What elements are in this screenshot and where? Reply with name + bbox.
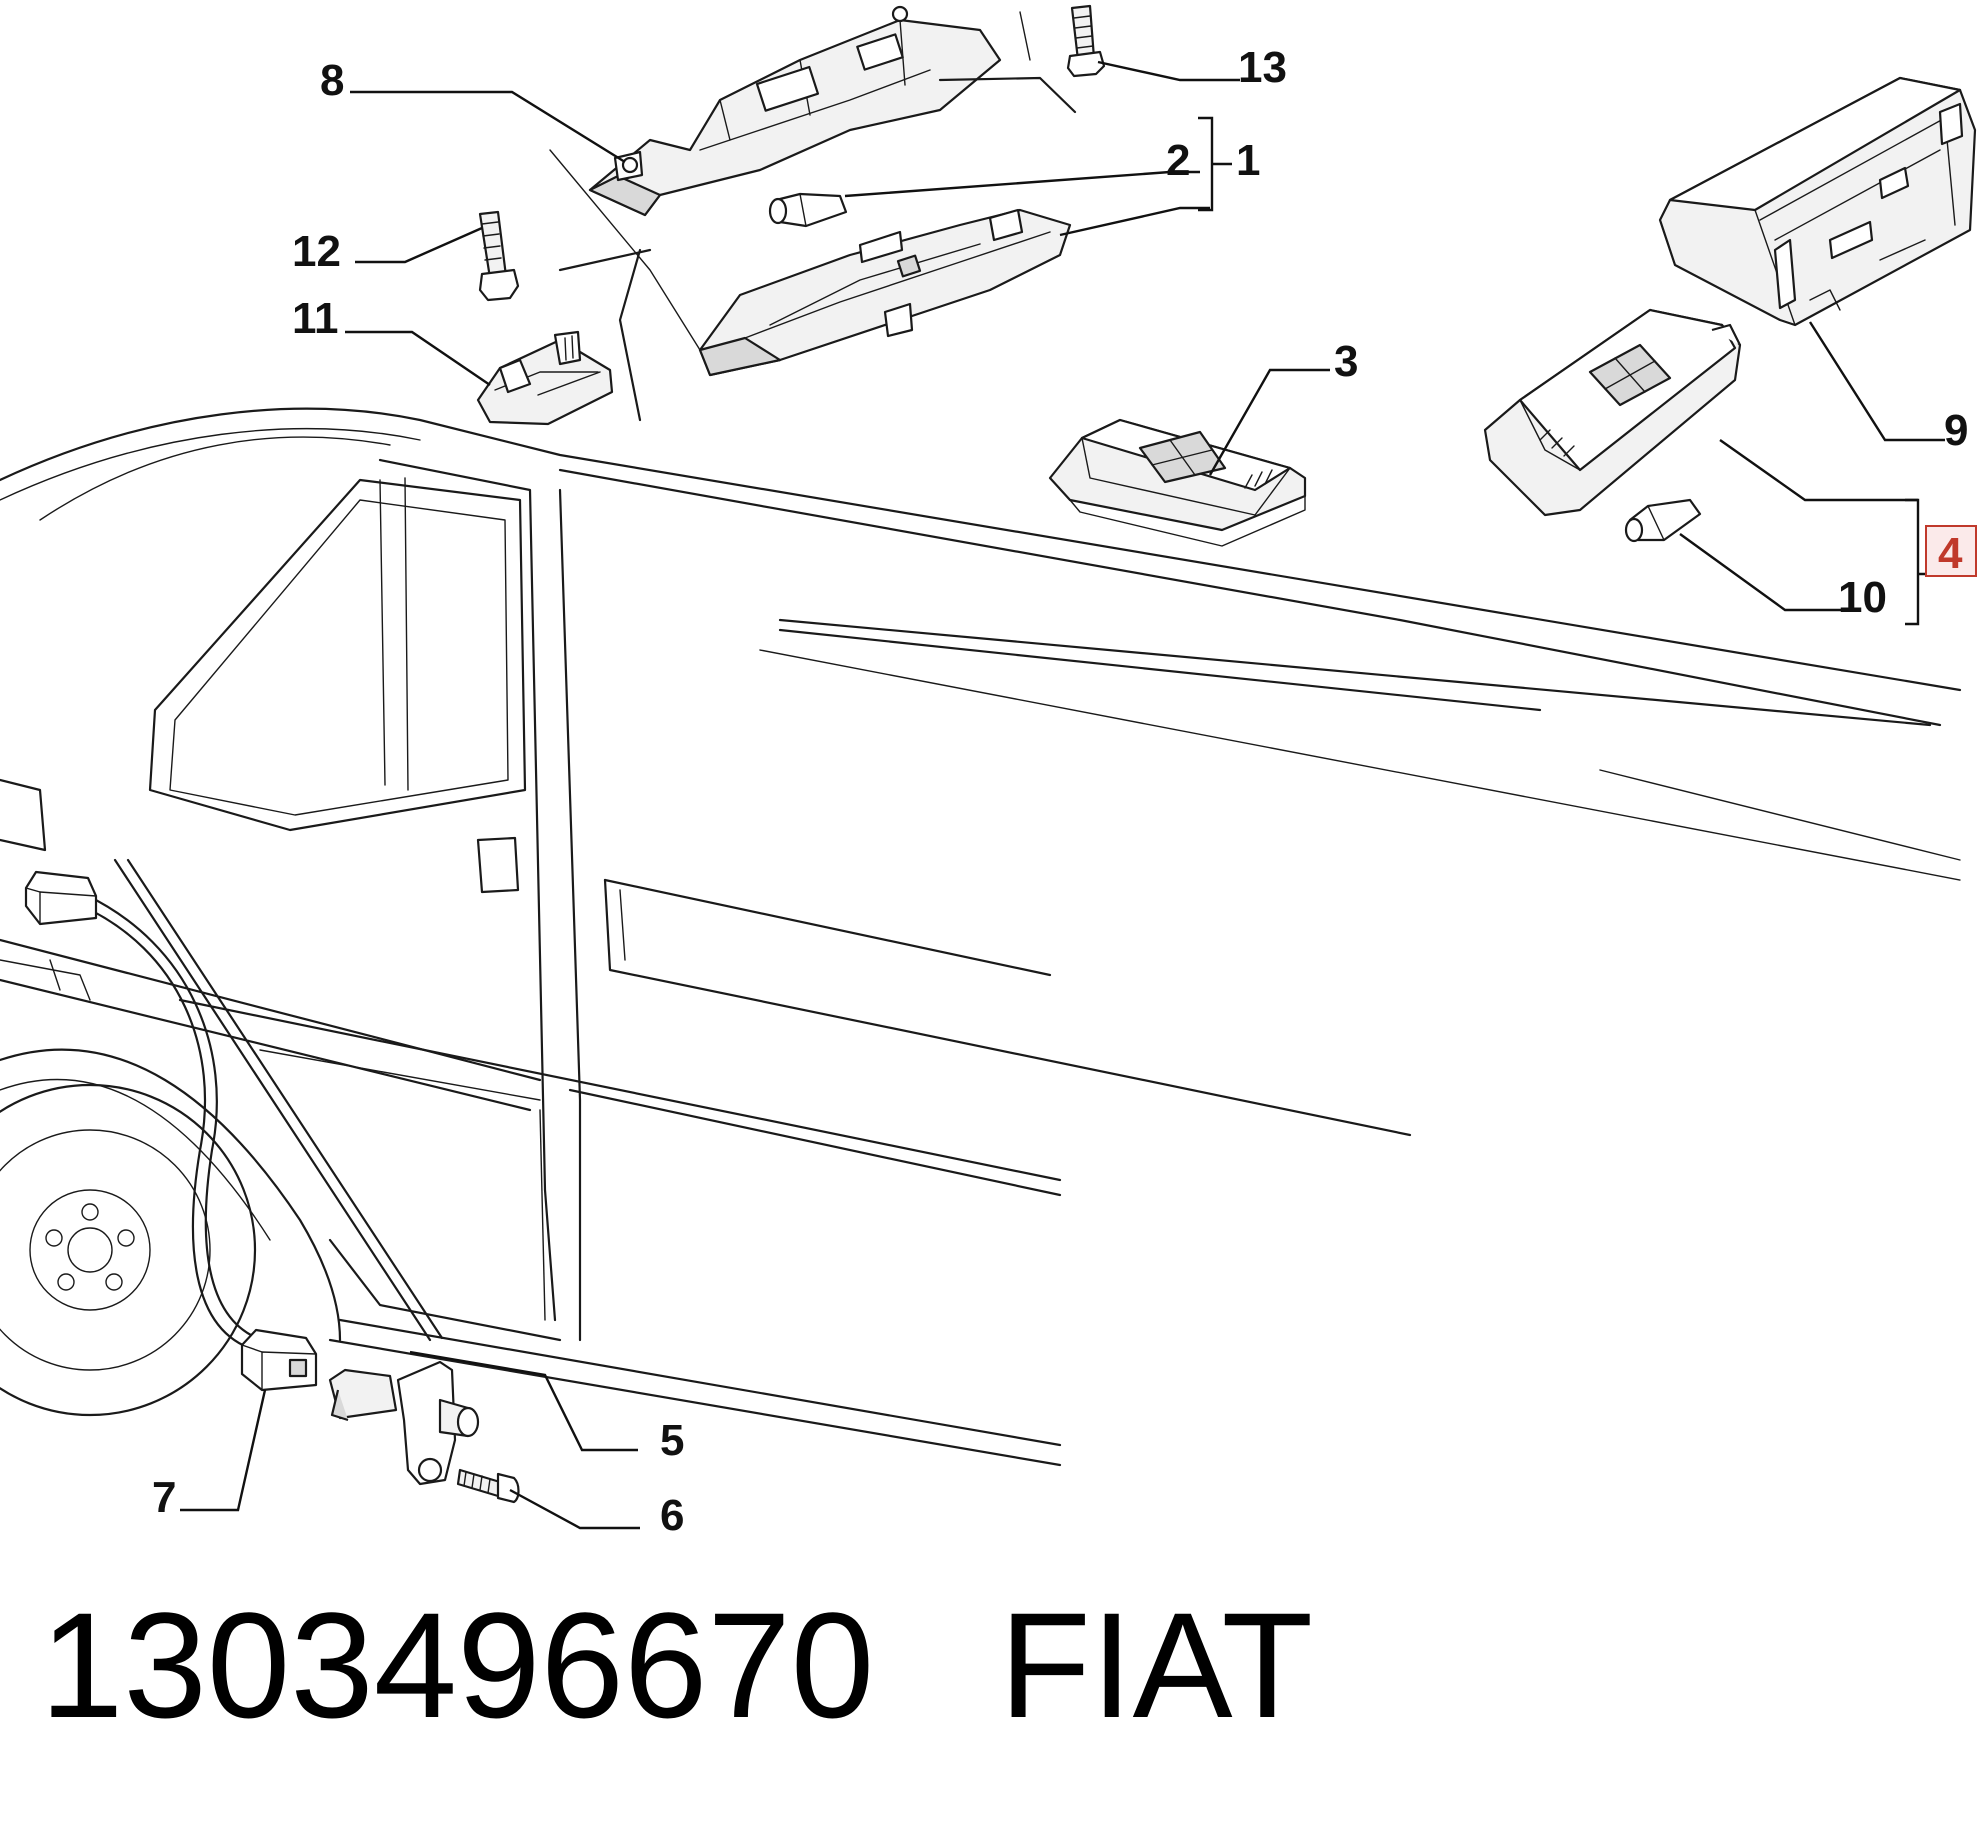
footer-spacer	[874, 1581, 999, 1749]
interior-lamp-3	[1048, 418, 1307, 547]
bulb-2	[768, 192, 848, 228]
callout-4: 4	[1938, 529, 1963, 578]
lamp-housing-9	[1658, 76, 1977, 327]
callout-2: 2	[1166, 136, 1190, 185]
callout-8: 8	[320, 56, 344, 105]
callout-4-highlight-box	[1925, 525, 1977, 577]
callout-3: 3	[1334, 337, 1358, 386]
callout-13: 13	[1238, 43, 1287, 92]
wiring-harness	[24, 858, 444, 1392]
roof-section-lines	[549, 11, 1077, 422]
callouts: 8 13 2 1 12 11 3 9 4 10 5 6 7	[152, 43, 1977, 1540]
lamp-bracket-8	[588, 5, 1002, 217]
van-body	[0, 407, 1962, 1467]
screw-12	[478, 210, 520, 302]
part-footer: 1303496670 FIAT	[40, 1590, 1313, 1740]
small-lamp-11	[476, 330, 614, 426]
interior-lamp-4	[1483, 308, 1742, 517]
callout-10: 10	[1838, 573, 1887, 622]
screw-6	[456, 1468, 520, 1504]
callout-1: 1	[1236, 136, 1260, 185]
callout-5: 5	[660, 1416, 684, 1465]
screw-13	[1066, 4, 1106, 78]
callout-6: 6	[660, 1491, 684, 1540]
leader-lines	[180, 60, 1945, 1530]
callout-9: 9	[1944, 406, 1968, 455]
brand-name: FIAT	[999, 1581, 1314, 1749]
lamp-lens-1	[698, 208, 1072, 377]
part-number: 1303496670	[40, 1581, 875, 1749]
bulb-10	[1624, 498, 1702, 543]
door-switch	[328, 1360, 480, 1486]
callout-12: 12	[292, 227, 341, 276]
callout-7: 7	[152, 1473, 176, 1522]
callout-11: 11	[292, 294, 339, 343]
